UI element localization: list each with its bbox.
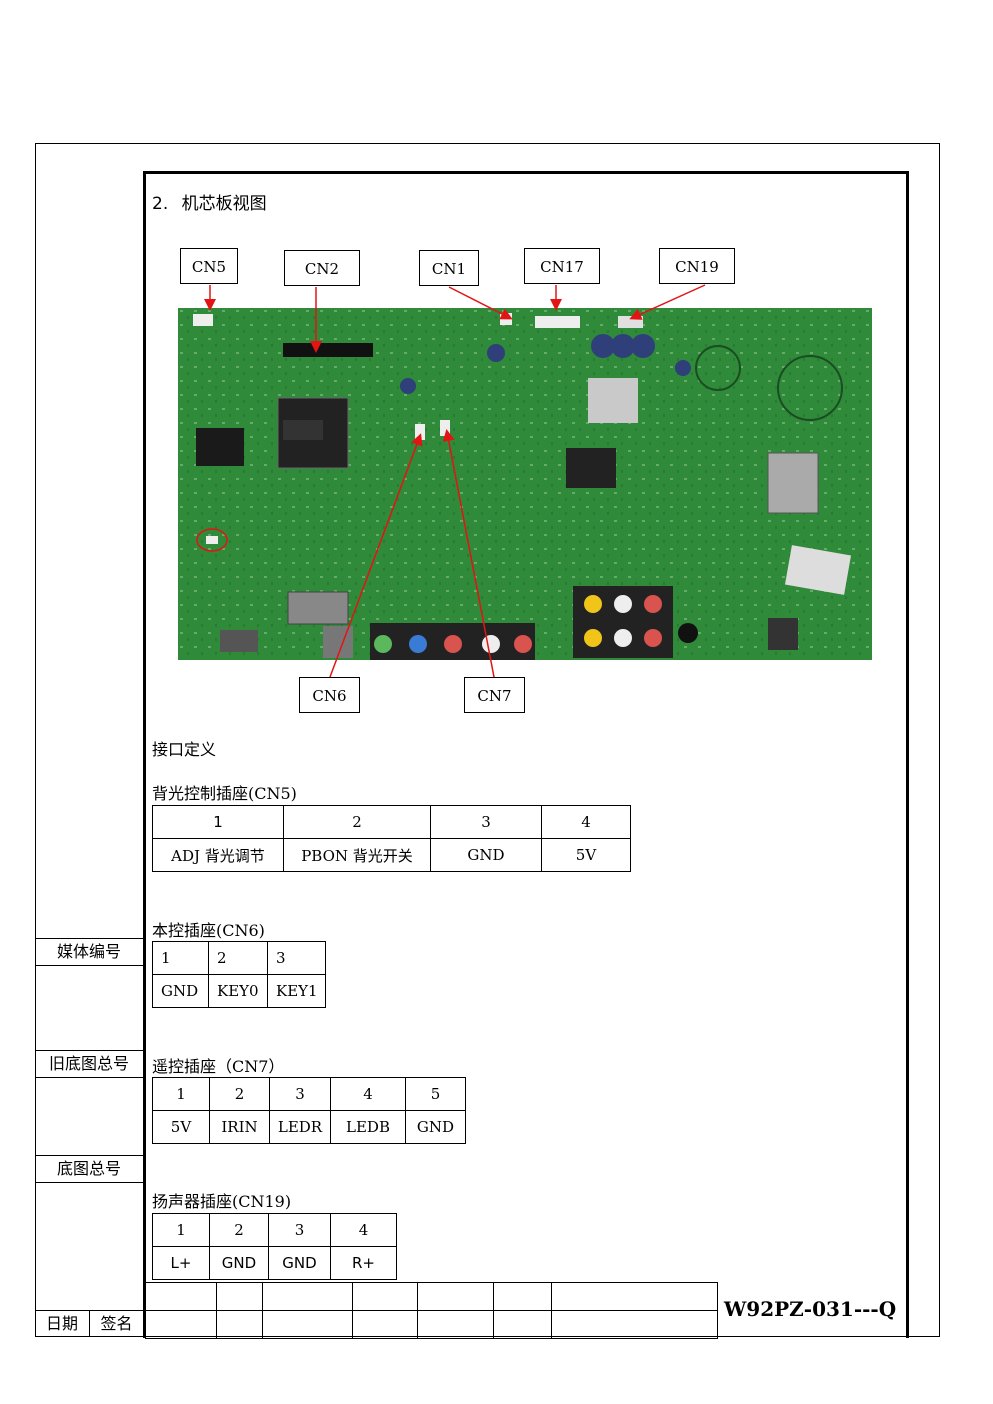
cn6-header: 1: [152, 941, 209, 975]
label-cn1: CN1: [419, 250, 479, 286]
document-number: W92PZ-031---Q: [723, 1297, 897, 1321]
frame-line: [143, 171, 146, 1338]
interface-heading: 接口定义: [152, 740, 217, 759]
arrow-cn7: [442, 429, 495, 678]
cn19-value: L+: [152, 1246, 210, 1280]
arrow-cn6: [329, 433, 423, 678]
section-title: 2. 机芯板视图: [152, 189, 267, 214]
label-cn6: CN6: [299, 677, 360, 713]
cn7-header: 5: [405, 1077, 466, 1111]
cn7-value: IRIN: [209, 1110, 270, 1144]
cn19-header: 3: [268, 1213, 331, 1247]
cn19-value: R+: [330, 1246, 397, 1280]
cn7-header: 1: [152, 1077, 210, 1111]
cn6-value: GND: [152, 974, 209, 1008]
cn5-header: 3: [430, 805, 542, 839]
label-cn7: CN7: [464, 677, 525, 713]
cn5-title: 背光控制插座(CN5): [152, 784, 297, 803]
cn5-table: 1 2 3 4 ADJ 背光调节 PBON 背光开关 GND 5V: [152, 805, 631, 872]
cn19-value: GND: [268, 1246, 331, 1280]
cn7-header: 3: [269, 1077, 331, 1111]
cn19-title: 扬声器插座(CN19): [152, 1192, 292, 1211]
cn19-header: 1: [152, 1213, 210, 1247]
cn5-header: 2: [283, 805, 431, 839]
title-block-grid: [145, 1282, 718, 1339]
mainboard-illustration: [178, 308, 872, 660]
old-base-number-label: 旧底图总号: [35, 1050, 143, 1078]
cn6-table: 1 2 3 GND KEY0 KEY1: [152, 941, 326, 1008]
cn19-header: 2: [209, 1213, 269, 1247]
cn7-value: 5V: [152, 1110, 210, 1144]
cn6-value: KEY1: [267, 974, 326, 1008]
label-cn17: CN17: [524, 248, 600, 284]
cn19-header: 4: [330, 1213, 397, 1247]
cn6-header: 2: [208, 941, 268, 975]
label-cn5: CN5: [180, 248, 238, 284]
base-number-label: 底图总号: [35, 1155, 143, 1183]
cn5-value: ADJ 背光调节: [152, 838, 284, 872]
cn6-title: 本控插座(CN6): [152, 921, 265, 940]
cn7-value: LEDR: [269, 1110, 331, 1144]
media-number-label: 媒体编号: [35, 938, 143, 966]
cn5-value: PBON 背光开关: [283, 838, 431, 872]
date-label: 日期: [35, 1311, 90, 1337]
date-signature-row: 日期 签名: [35, 1310, 143, 1337]
cn7-header: 4: [330, 1077, 406, 1111]
cn19-value: GND: [209, 1246, 269, 1280]
arrow-cn1: [448, 286, 513, 320]
section-number: 2.: [152, 194, 169, 214]
cn5-header: 4: [541, 805, 631, 839]
cn7-table: 1 2 3 4 5 5V IRIN LEDR LEDB GND: [152, 1077, 466, 1144]
label-cn2: CN2: [284, 250, 360, 286]
cn19-table: 1 2 3 4 L+ GND GND R+: [152, 1213, 397, 1280]
section-title-text: 机芯板视图: [181, 194, 267, 214]
cn6-value: KEY0: [208, 974, 268, 1008]
cn7-value: LEDB: [330, 1110, 406, 1144]
cn6-header: 3: [267, 941, 326, 975]
cn7-header: 2: [209, 1077, 270, 1111]
cn7-value: GND: [405, 1110, 466, 1144]
frame-line: [906, 171, 909, 1338]
frame-line: [143, 171, 909, 174]
mainboard-photo: [178, 308, 872, 660]
cn7-title: 遥控插座（CN7）: [152, 1057, 285, 1076]
label-cn19: CN19: [659, 248, 735, 284]
signature-label: 签名: [100, 1314, 133, 1333]
cn5-header: 1: [152, 805, 284, 839]
arrow-cn19: [629, 284, 706, 320]
cn5-value: 5V: [541, 838, 631, 872]
cn5-value: GND: [430, 838, 542, 872]
